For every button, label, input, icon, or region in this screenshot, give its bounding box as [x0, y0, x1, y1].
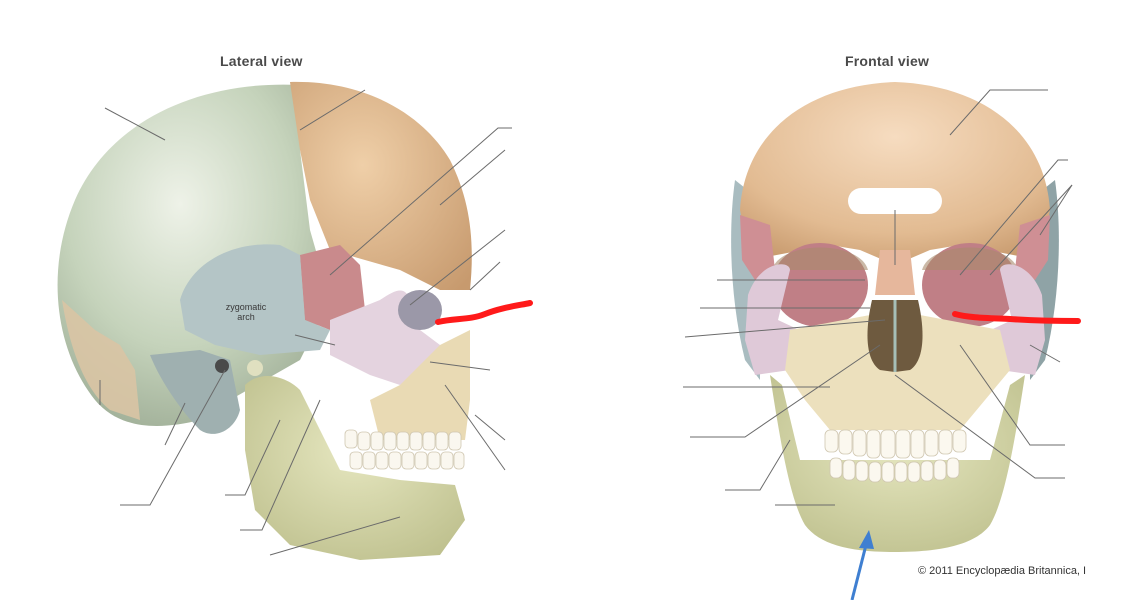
- sphenoid-bone: [300, 245, 365, 330]
- zygomatic-label-line1: zygomatic: [225, 302, 267, 312]
- red-annotation-frontal: [952, 311, 1081, 324]
- orbit-right-roof: [922, 247, 1018, 270]
- sphenoid-left: [740, 215, 775, 280]
- zygomatic-arch-label: zygomatic arch: [222, 302, 270, 322]
- nasal-bone: [875, 250, 915, 295]
- frontal-leader-lines: [683, 89, 1073, 506]
- mandibular-condyle: [247, 360, 263, 376]
- frontal-skull-illustration: [731, 82, 1059, 552]
- teeth-front: [824, 429, 967, 483]
- orbit: [398, 290, 442, 330]
- lateral-view-title: Lateral view: [220, 53, 303, 69]
- maxilla: [370, 330, 470, 440]
- sphenoid-right: [1015, 215, 1050, 280]
- frontal-bone-front: [740, 82, 1050, 265]
- lateral-leader-lines: [99, 89, 512, 556]
- zygomatic-label-line2: arch: [237, 312, 255, 322]
- copyright-notice: © 2011 Encyclopædia Britannica, I: [918, 565, 1087, 577]
- forehead-highlight: [848, 188, 942, 214]
- frontal-view-title: Frontal view: [845, 53, 930, 69]
- frontal-bone: [290, 81, 472, 290]
- orbit-left-roof: [772, 247, 868, 270]
- teeth: [344, 429, 465, 470]
- blue-arrow-annotation: [850, 530, 874, 600]
- mandible: [245, 375, 465, 560]
- occipital-bone: [62, 300, 140, 420]
- temporal-bone: [180, 244, 330, 355]
- red-annotation-lateral: [435, 300, 533, 325]
- maxilla-front: [785, 315, 1010, 430]
- external-acoustic-meatus: [215, 359, 229, 373]
